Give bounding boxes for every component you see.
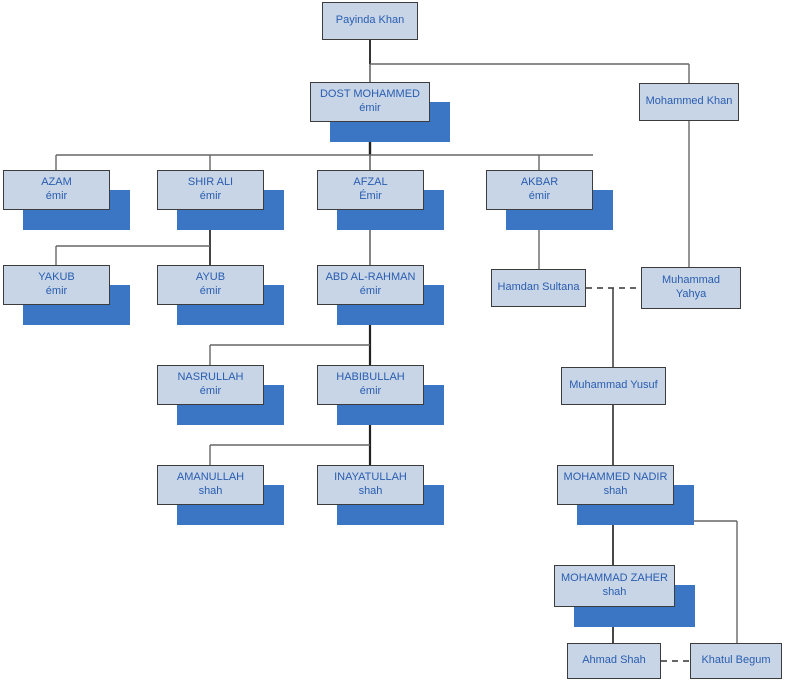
person-name: Mohammed Khan: [645, 95, 733, 108]
person-name: Ahmad Shah: [582, 654, 646, 667]
person-node[interactable]: Khatul Begum: [690, 643, 782, 679]
person-name: ABD AL-RAHMAN: [325, 271, 416, 284]
person-title: shah: [198, 485, 223, 497]
person-node[interactable]: Hamdan Sultana: [491, 269, 586, 307]
person-name: Khatul Begum: [701, 654, 771, 667]
person-title: Émir: [359, 190, 382, 202]
person-title: émir: [359, 285, 382, 297]
person-name: AKBAR: [520, 176, 559, 189]
person-title: shah: [358, 485, 383, 497]
person-title: émir: [45, 190, 68, 202]
person-name: Muhammad: [661, 274, 721, 287]
person-name: AMANULLAH: [176, 471, 245, 484]
person-name: MOHAMMED NADIR: [563, 471, 668, 484]
person-name: NASRULLAH: [177, 371, 244, 384]
person-name: Payinda Khan: [335, 14, 405, 27]
person-name: YAKUB: [38, 271, 75, 284]
person-node[interactable]: Payinda Khan: [322, 2, 418, 40]
person-name: MOHAMMAD ZAHER: [561, 572, 668, 585]
person-title: émir: [199, 285, 222, 297]
person-node[interactable]: Muhammad Yusuf: [561, 367, 666, 405]
person-title: Yahya: [675, 288, 707, 300]
person-name: SHIR ALI: [187, 176, 234, 189]
person-name: AZAM: [41, 176, 72, 189]
person-name: DOST MOHAMMED: [319, 88, 421, 101]
person-node[interactable]: Ahmad Shah: [567, 643, 661, 679]
person-name: Muhammad Yusuf: [569, 379, 658, 392]
person-title: shah: [602, 586, 627, 598]
person-title: émir: [359, 102, 381, 114]
person-name: Hamdan Sultana: [497, 281, 580, 294]
person-name: HABIBULLAH: [336, 371, 405, 384]
person-name: INAYATULLAH: [334, 471, 407, 484]
person-node[interactable]: Mohammed Khan: [639, 83, 739, 121]
person-title: émir: [528, 190, 551, 202]
person-name: AYUB: [195, 271, 226, 284]
person-title: émir: [199, 385, 222, 397]
person-title: shah: [603, 485, 628, 497]
person-name: AFZAL: [353, 176, 388, 189]
person-title: émir: [199, 190, 222, 202]
person-title: émir: [359, 385, 382, 397]
person-title: émir: [45, 285, 68, 297]
